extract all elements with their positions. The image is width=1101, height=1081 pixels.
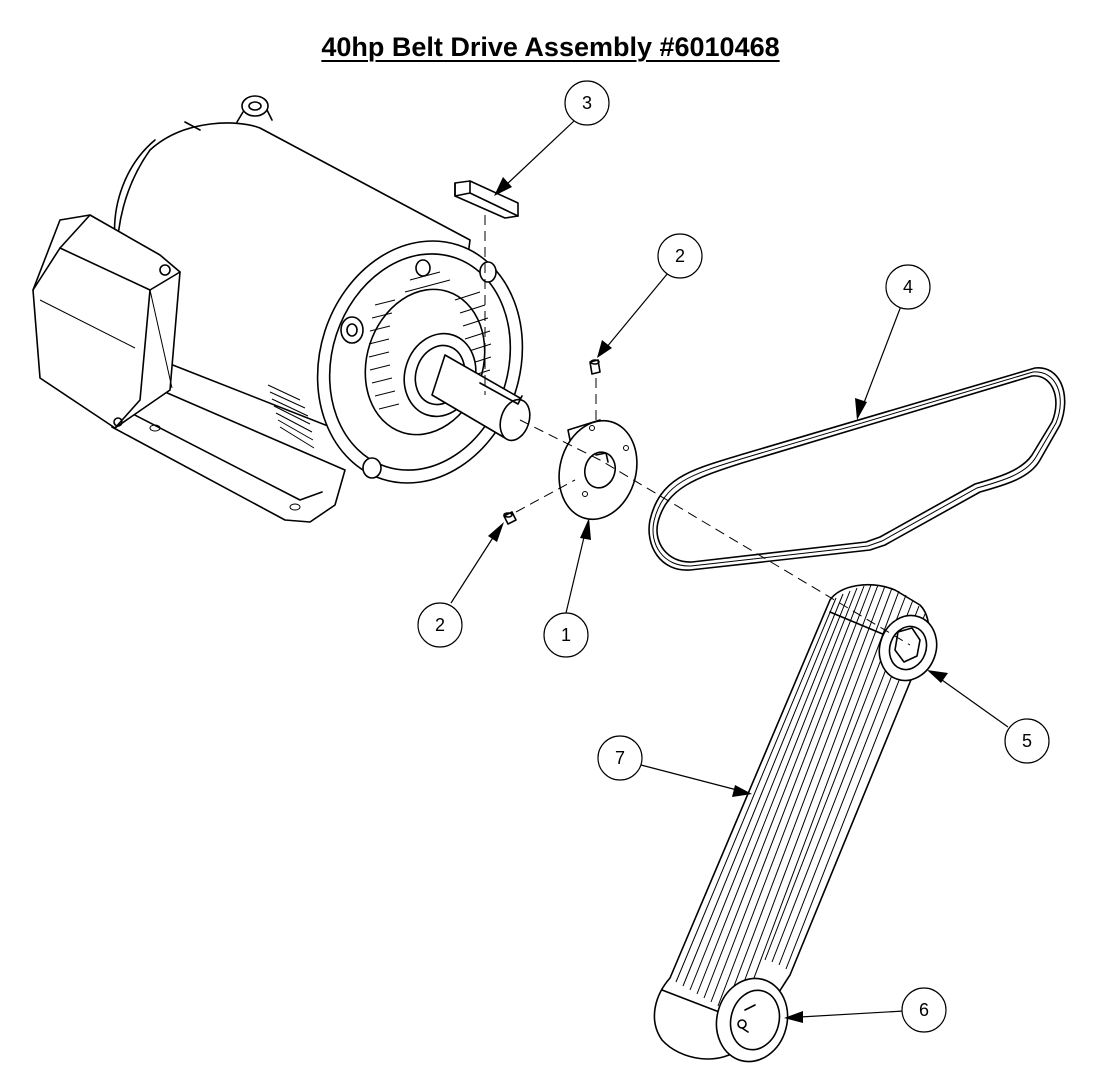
taper-bushing [558,419,638,521]
set-screw-lower [503,511,517,525]
v-belt [648,367,1066,571]
callout-leaders [450,120,1009,1023]
motor [32,95,531,523]
driven-sheave [715,977,789,1063]
set-screw-upper [589,359,601,375]
shaft-key [454,180,519,219]
belt-set [653,584,930,1060]
callout-5: 5 [1004,718,1050,764]
assembly-centerlines [484,215,911,646]
callout-1: 1 [543,612,589,658]
callout-2-lower: 2 [417,602,463,648]
callout-2-lower-label: 2 [435,615,445,635]
callout-7: 7 [597,735,643,781]
callout-4-label: 4 [903,277,913,297]
callout-6-label: 6 [919,1000,929,1020]
callout-2-upper-label: 2 [675,246,685,266]
callout-2-upper: 2 [657,233,703,279]
motor-sheave [878,614,938,682]
callout-3: 3 [564,80,610,126]
callout-5-label: 5 [1022,731,1032,751]
callout-7-label: 7 [615,748,625,768]
callout-6: 6 [901,987,947,1033]
callout-3-label: 3 [582,93,592,113]
callout-4: 4 [885,264,931,310]
diagram-title: 40hp Belt Drive Assembly #6010468 [321,32,780,62]
callout-1-label: 1 [561,625,571,645]
